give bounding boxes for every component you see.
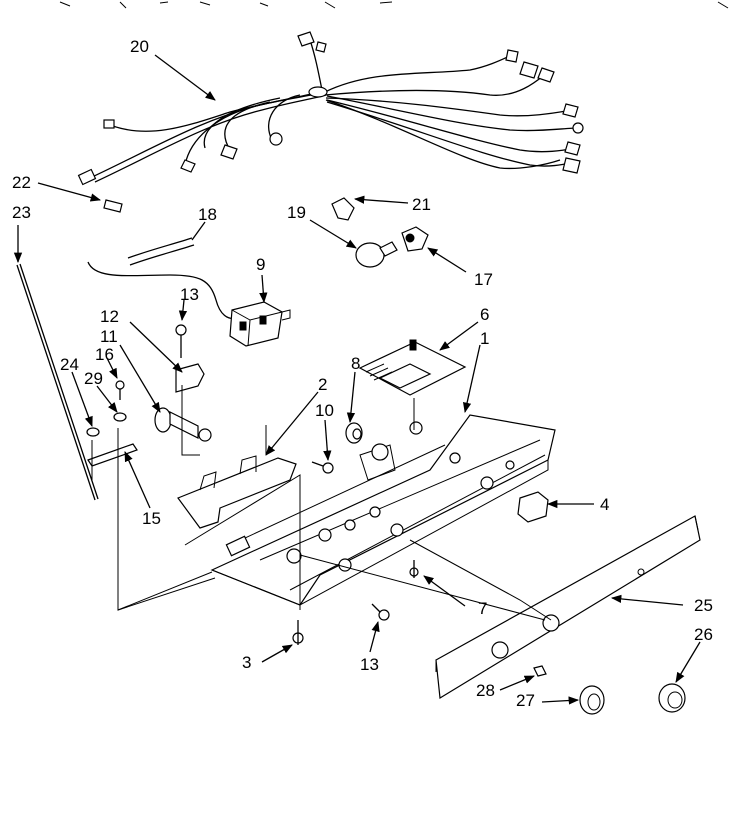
callout-22: 22 bbox=[12, 173, 31, 192]
callout-11: 11 bbox=[100, 327, 118, 346]
screw-part bbox=[175, 324, 187, 358]
callout-26: 26 bbox=[694, 625, 713, 644]
callout-12: 12 bbox=[100, 307, 119, 326]
clip-part bbox=[331, 197, 355, 221]
callout-13-bottom: 13 bbox=[360, 655, 379, 674]
mounting-bracket-part bbox=[177, 455, 297, 529]
callout-9: 9 bbox=[256, 255, 265, 274]
callout-1: 1 bbox=[480, 329, 489, 348]
knob-part bbox=[533, 665, 686, 715]
wire-harness bbox=[77, 31, 584, 186]
control-housing-part bbox=[210, 414, 556, 606]
defrost-board-part bbox=[358, 339, 467, 396]
screw-part bbox=[409, 560, 419, 578]
switch-part bbox=[517, 491, 549, 523]
callout-23: 23 bbox=[12, 203, 31, 222]
callout-2: 2 bbox=[318, 375, 327, 394]
light-bulb-part bbox=[355, 241, 398, 268]
callout-29: 29 bbox=[84, 369, 103, 388]
tube-part bbox=[127, 237, 195, 266]
callout-18: 18 bbox=[198, 205, 217, 224]
callout-19: 19 bbox=[287, 203, 306, 222]
assembly-lines bbox=[91, 385, 552, 621]
callout-10: 10 bbox=[315, 401, 334, 420]
callout-7: 7 bbox=[478, 599, 487, 618]
callout-4: 4 bbox=[600, 495, 609, 514]
callout-25: 25 bbox=[694, 596, 713, 615]
knob-assembly-part bbox=[154, 407, 212, 442]
screw-part bbox=[371, 603, 390, 621]
callout-21: 21 bbox=[412, 195, 431, 214]
callout-16: 16 bbox=[95, 345, 114, 364]
small-hardware bbox=[86, 380, 127, 437]
bulb-socket-part bbox=[401, 226, 429, 252]
callout-28: 28 bbox=[476, 681, 495, 700]
callout-24: 24 bbox=[60, 355, 79, 374]
callout-6: 6 bbox=[480, 305, 489, 324]
callout-15: 15 bbox=[142, 509, 161, 528]
bracket-part bbox=[175, 363, 205, 393]
cold-control-part bbox=[229, 301, 291, 347]
lamp-socket-part bbox=[345, 422, 363, 444]
callout-labels: 20 22 23 18 21 19 17 9 13 12 11 16 24 29… bbox=[12, 37, 713, 710]
callout-20: 20 bbox=[130, 37, 149, 56]
screw-part bbox=[292, 620, 304, 645]
leader-lines bbox=[13, 54, 701, 705]
top-edge-fragments bbox=[59, 1, 729, 9]
rod-part bbox=[16, 263, 99, 501]
callout-17: 17 bbox=[474, 270, 493, 289]
screw-part bbox=[311, 461, 334, 474]
clip-part bbox=[103, 199, 123, 213]
capillary-wire bbox=[87, 261, 237, 320]
front-panel-part bbox=[435, 515, 701, 700]
callout-27: 27 bbox=[516, 691, 535, 710]
callout-13-top: 13 bbox=[180, 285, 199, 304]
callout-3: 3 bbox=[242, 653, 251, 672]
callout-8: 8 bbox=[351, 354, 360, 373]
